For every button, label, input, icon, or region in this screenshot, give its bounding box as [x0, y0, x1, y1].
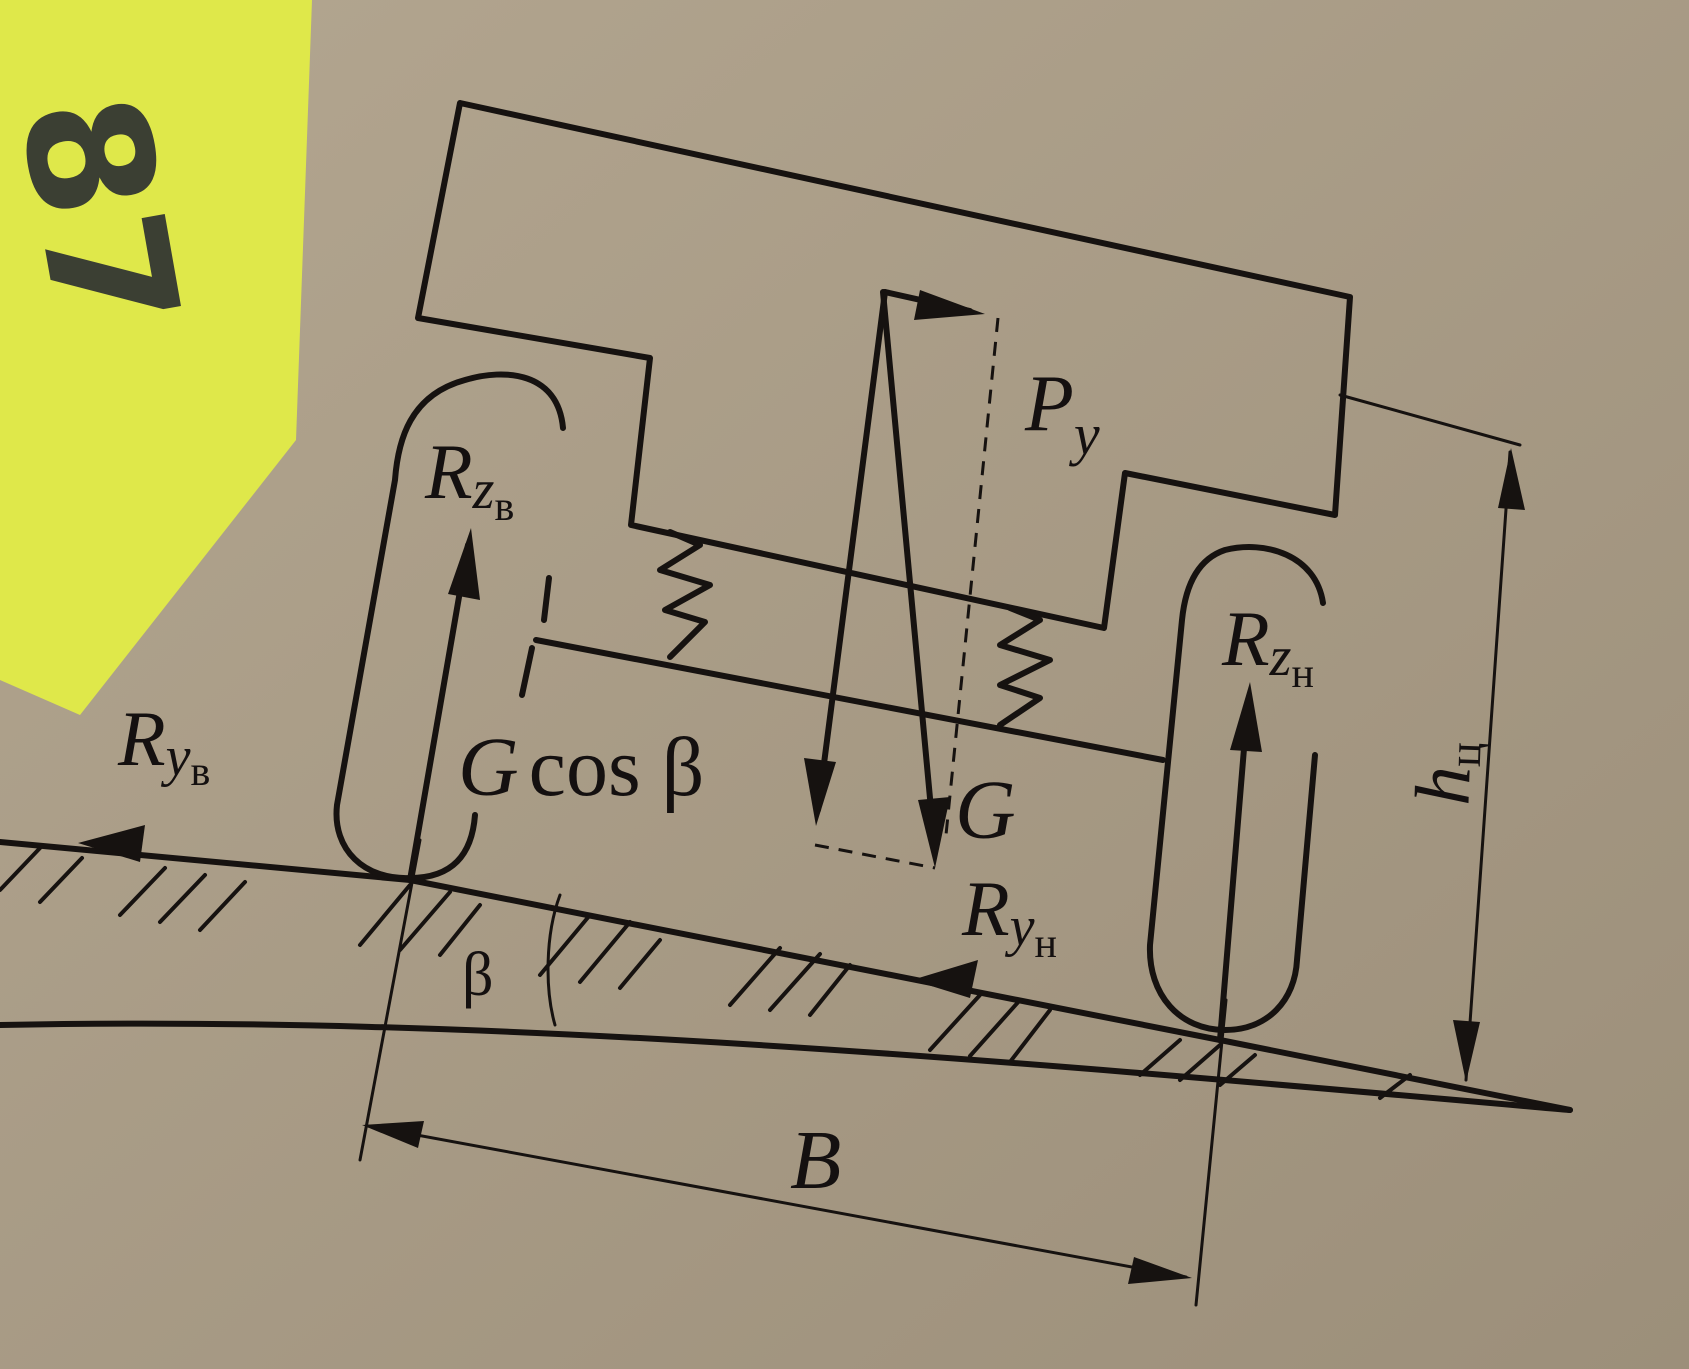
axle-bar — [533, 637, 1166, 763]
ground-hatching — [0, 846, 1412, 1100]
label-hc: hц — [1398, 740, 1490, 807]
label-rz-rear: Rzв — [424, 428, 514, 530]
label-ry-rear: Ryв — [117, 695, 210, 795]
rear-wheel-tick — [519, 645, 535, 698]
label-py: Py — [1024, 360, 1100, 467]
vehicle-body — [415, 100, 1353, 631]
rear-wheel — [333, 371, 566, 882]
rear-wheel-tick — [541, 575, 552, 623]
normal-reaction-vectors — [407, 528, 1262, 1043]
beta-angle-arc — [546, 893, 562, 1027]
gravity-vectors — [804, 289, 1000, 870]
suspension-spring-front — [997, 605, 1053, 728]
label-b: B — [790, 1114, 841, 1207]
horizontal-reference-line — [0, 1020, 1573, 1113]
dimension-cg-height — [1338, 393, 1525, 1082]
road-surface-line — [0, 839, 1573, 1113]
label-beta: β — [462, 941, 494, 1009]
lateral-reaction-arrows — [78, 825, 978, 998]
sticky-note — [0, 0, 312, 715]
label-g: G — [955, 764, 1016, 857]
suspension-spring-rear — [657, 529, 713, 660]
label-ry-front: Ryн — [961, 865, 1057, 967]
label-hc-group: hц — [1398, 740, 1490, 807]
label-rz-front: Rzн — [1221, 595, 1314, 697]
dimension-track-width — [358, 838, 1228, 1307]
front-wheel — [1146, 544, 1326, 1033]
sticky-note-number: 87 — [0, 81, 216, 348]
